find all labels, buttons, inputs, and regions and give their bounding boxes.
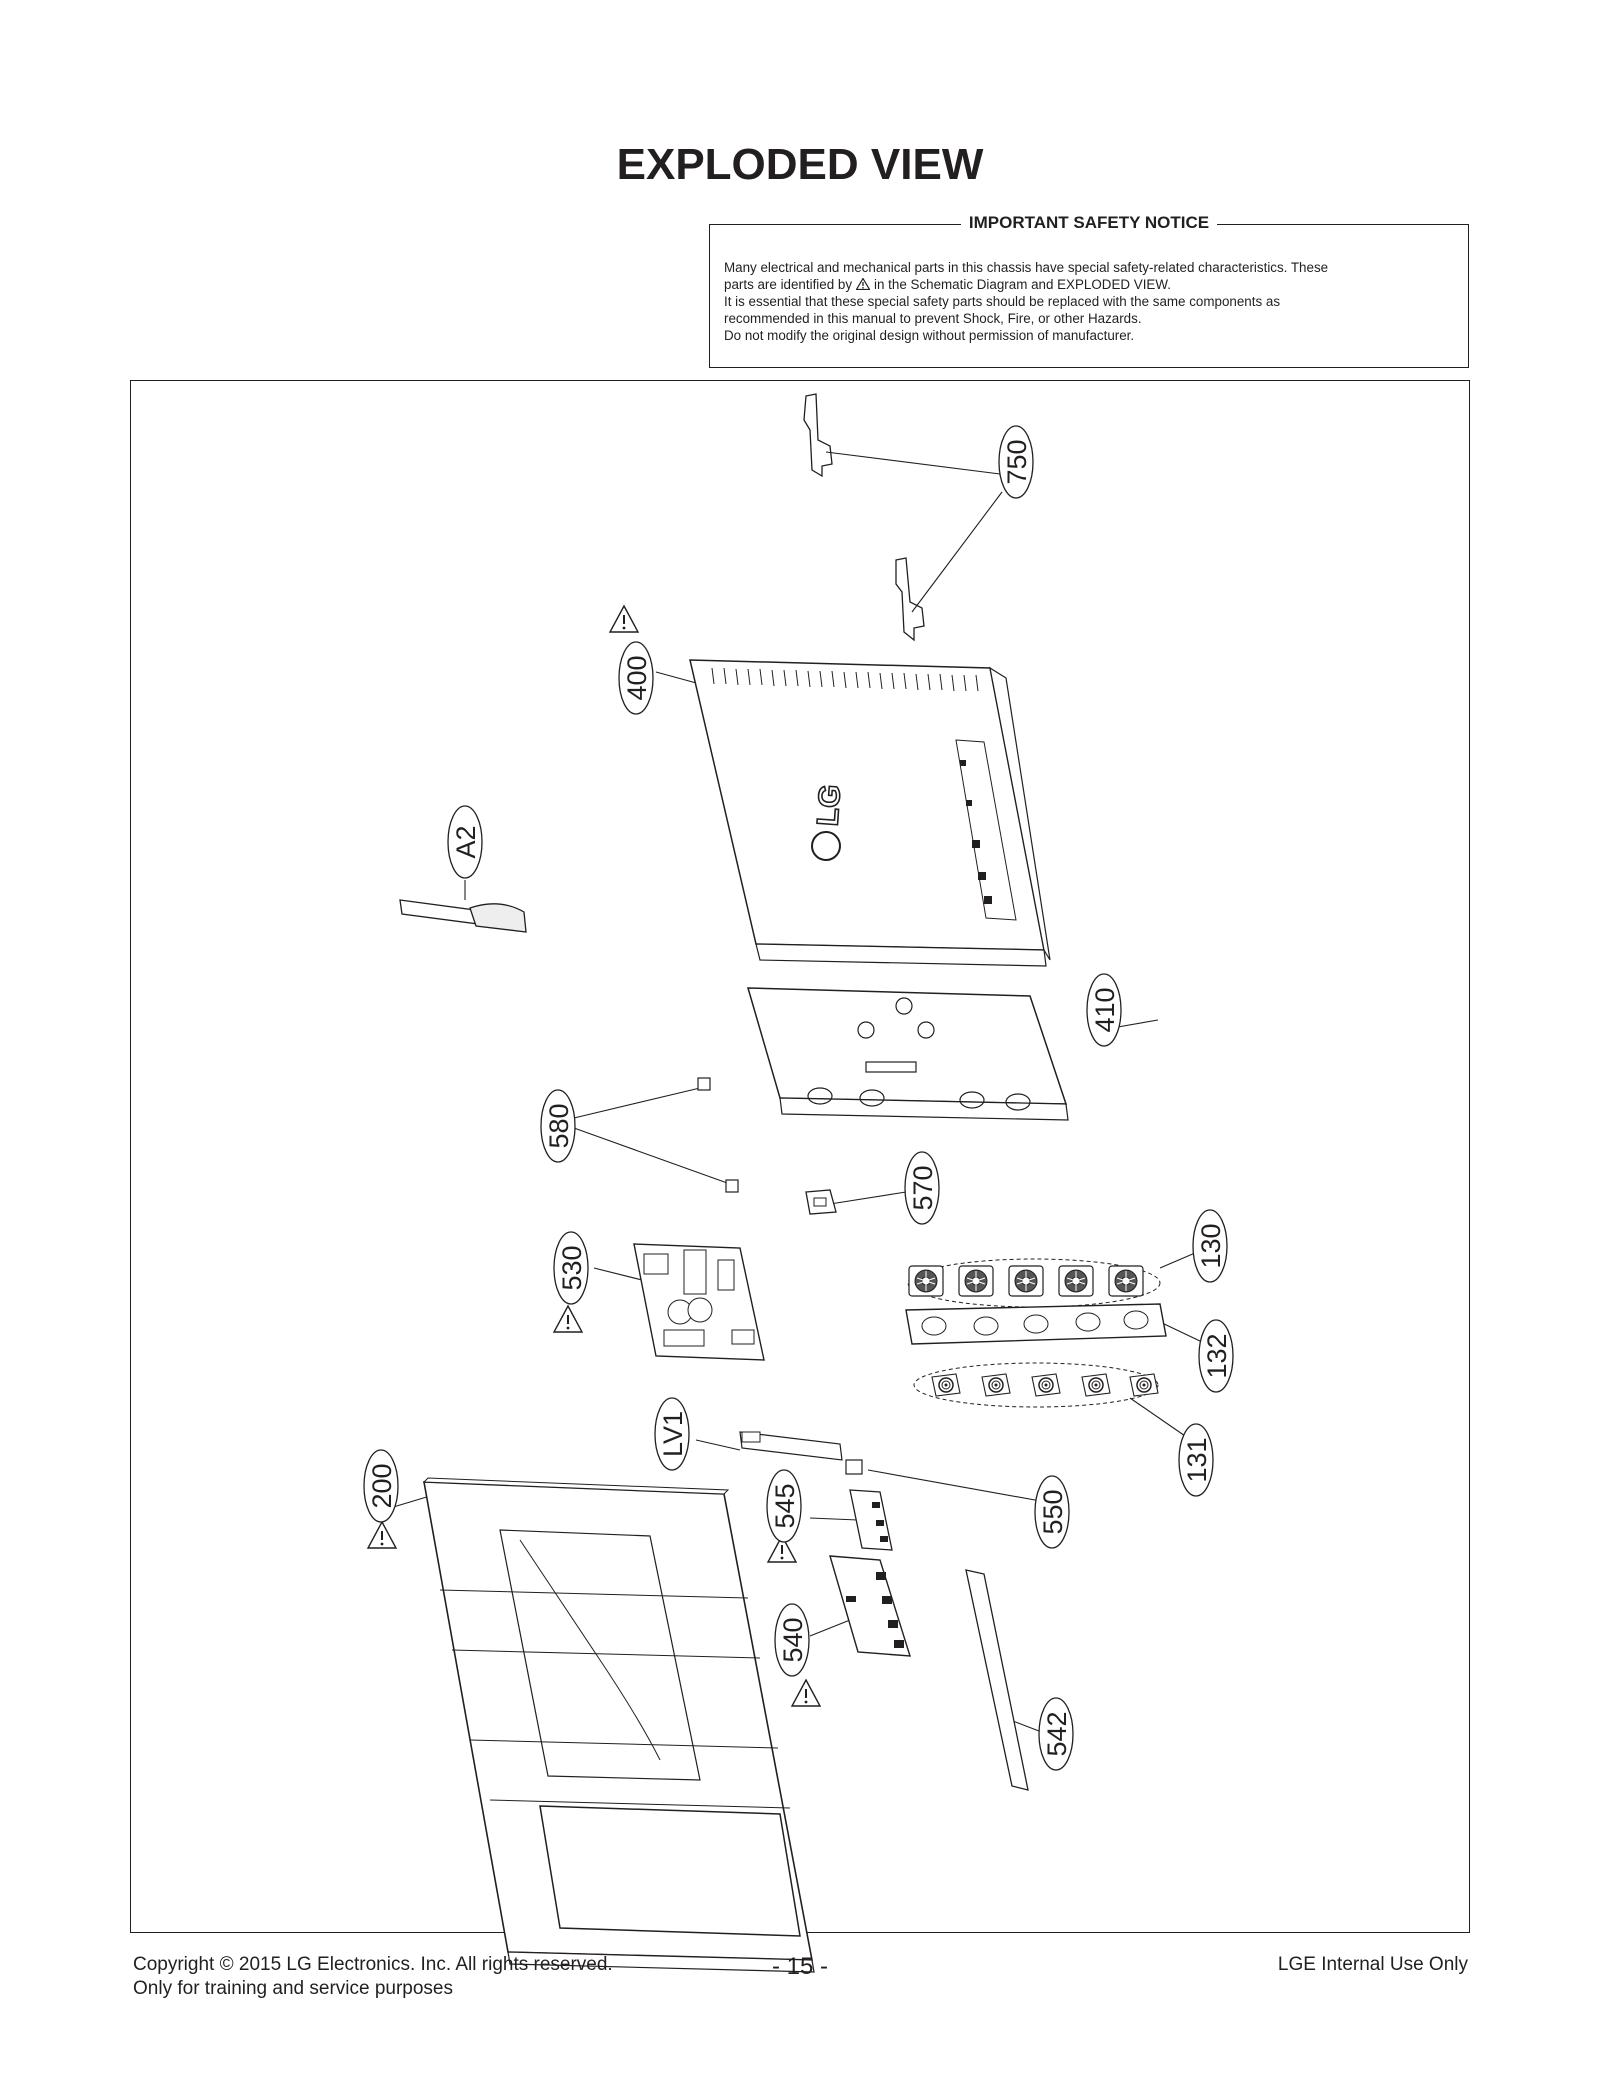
- lvds-cable-part-lv1: [739, 1431, 843, 1461]
- svg-text:540: 540: [778, 1617, 808, 1662]
- callout-lv1: LV1: [654, 1397, 690, 1471]
- clip-part-580: [697, 1077, 739, 1193]
- svg-text:550: 550: [1038, 1489, 1068, 1534]
- svg-text:200: 200: [367, 1463, 397, 1508]
- power-board-part-530: [633, 1243, 765, 1361]
- bracket-part-750: [803, 393, 925, 642]
- svg-text:131: 131: [1182, 1437, 1212, 1482]
- callout-550: 550: [1034, 1475, 1070, 1549]
- svg-text:130: 130: [1196, 1223, 1226, 1268]
- warning-triangle-icon: [856, 278, 871, 290]
- notice-line-4: recommended in this manual to prevent Sh…: [724, 311, 1142, 326]
- safety-notice-box: IMPORTANT SAFETY NOTICE Many electrical …: [709, 213, 1469, 368]
- svg-text:542: 542: [1042, 1711, 1072, 1756]
- footer-copyright-block: Copyright © 2015 LG Electronics. Inc. Al…: [133, 1953, 613, 2001]
- svg-text:570: 570: [908, 1165, 938, 1210]
- callout-400: 400: [618, 641, 654, 715]
- svg-text:400: 400: [622, 655, 652, 700]
- footer-copyright: Copyright © 2015 LG Electronics. Inc. Al…: [133, 1954, 613, 1975]
- front-frame-part-200: [422, 1477, 815, 1973]
- notice-line-5: Do not modify the original design withou…: [724, 328, 1135, 343]
- svg-text:530: 530: [557, 1245, 587, 1290]
- shield-frame-part-410: [746, 987, 1069, 1121]
- svg-text:LV1: LV1: [658, 1411, 688, 1457]
- callout-200: 200: [363, 1449, 399, 1523]
- callout-a2: A2: [447, 805, 483, 879]
- notice-line-1: Many electrical and mechanical parts in …: [724, 260, 1329, 275]
- io-board-part-545: [849, 1489, 893, 1551]
- svg-text:410: 410: [1090, 987, 1120, 1032]
- safety-notice-title: IMPORTANT SAFETY NOTICE: [960, 213, 1218, 232]
- footer-internal-use: LGE Internal Use Only: [1277, 1954, 1468, 1975]
- cable-part-550: [845, 1459, 863, 1475]
- notice-line-3: It is essential that these special safet…: [724, 294, 1281, 309]
- fan-assembly-part-130: [907, 1258, 1161, 1308]
- svg-text:A2: A2: [451, 825, 481, 858]
- callout-580: 580: [540, 1089, 576, 1163]
- svg-text:750: 750: [1002, 439, 1032, 484]
- leader-lines: [389, 451, 1203, 1737]
- back-cover-part-400: LG: [689, 659, 1051, 967]
- footer-training-note: Only for training and service purposes: [133, 1978, 453, 1999]
- callout-540: 540: [774, 1603, 810, 1677]
- page-title: EXPLODED VIEW: [616, 140, 984, 189]
- main-board-part-540: [829, 1555, 911, 1657]
- bracket-part-542: [965, 1569, 1029, 1791]
- module-part-570: [805, 1189, 837, 1215]
- fan-grill-part-131: [913, 1362, 1159, 1408]
- callout-130: 130: [1192, 1209, 1228, 1283]
- callout-750: 750: [998, 425, 1034, 499]
- svg-text:LG: LG: [811, 783, 847, 827]
- safety-notice-body: Many electrical and mechanical parts in …: [724, 259, 1454, 344]
- fan-bracket-part-132: [905, 1303, 1167, 1345]
- page-number: - 15 -: [771, 1953, 828, 1980]
- callout-542: 542: [1038, 1697, 1074, 1771]
- callout-132: 132: [1198, 1319, 1234, 1393]
- svg-text:545: 545: [770, 1483, 800, 1528]
- callout-545: 545: [766, 1469, 802, 1543]
- callout-570: 570: [904, 1151, 940, 1225]
- svg-text:580: 580: [544, 1103, 574, 1148]
- stand-part-a2: [399, 899, 527, 933]
- callout-410: 410: [1086, 973, 1122, 1047]
- callout-530: 530: [553, 1231, 589, 1305]
- svg-text:132: 132: [1202, 1333, 1232, 1378]
- callout-131: 131: [1178, 1423, 1214, 1497]
